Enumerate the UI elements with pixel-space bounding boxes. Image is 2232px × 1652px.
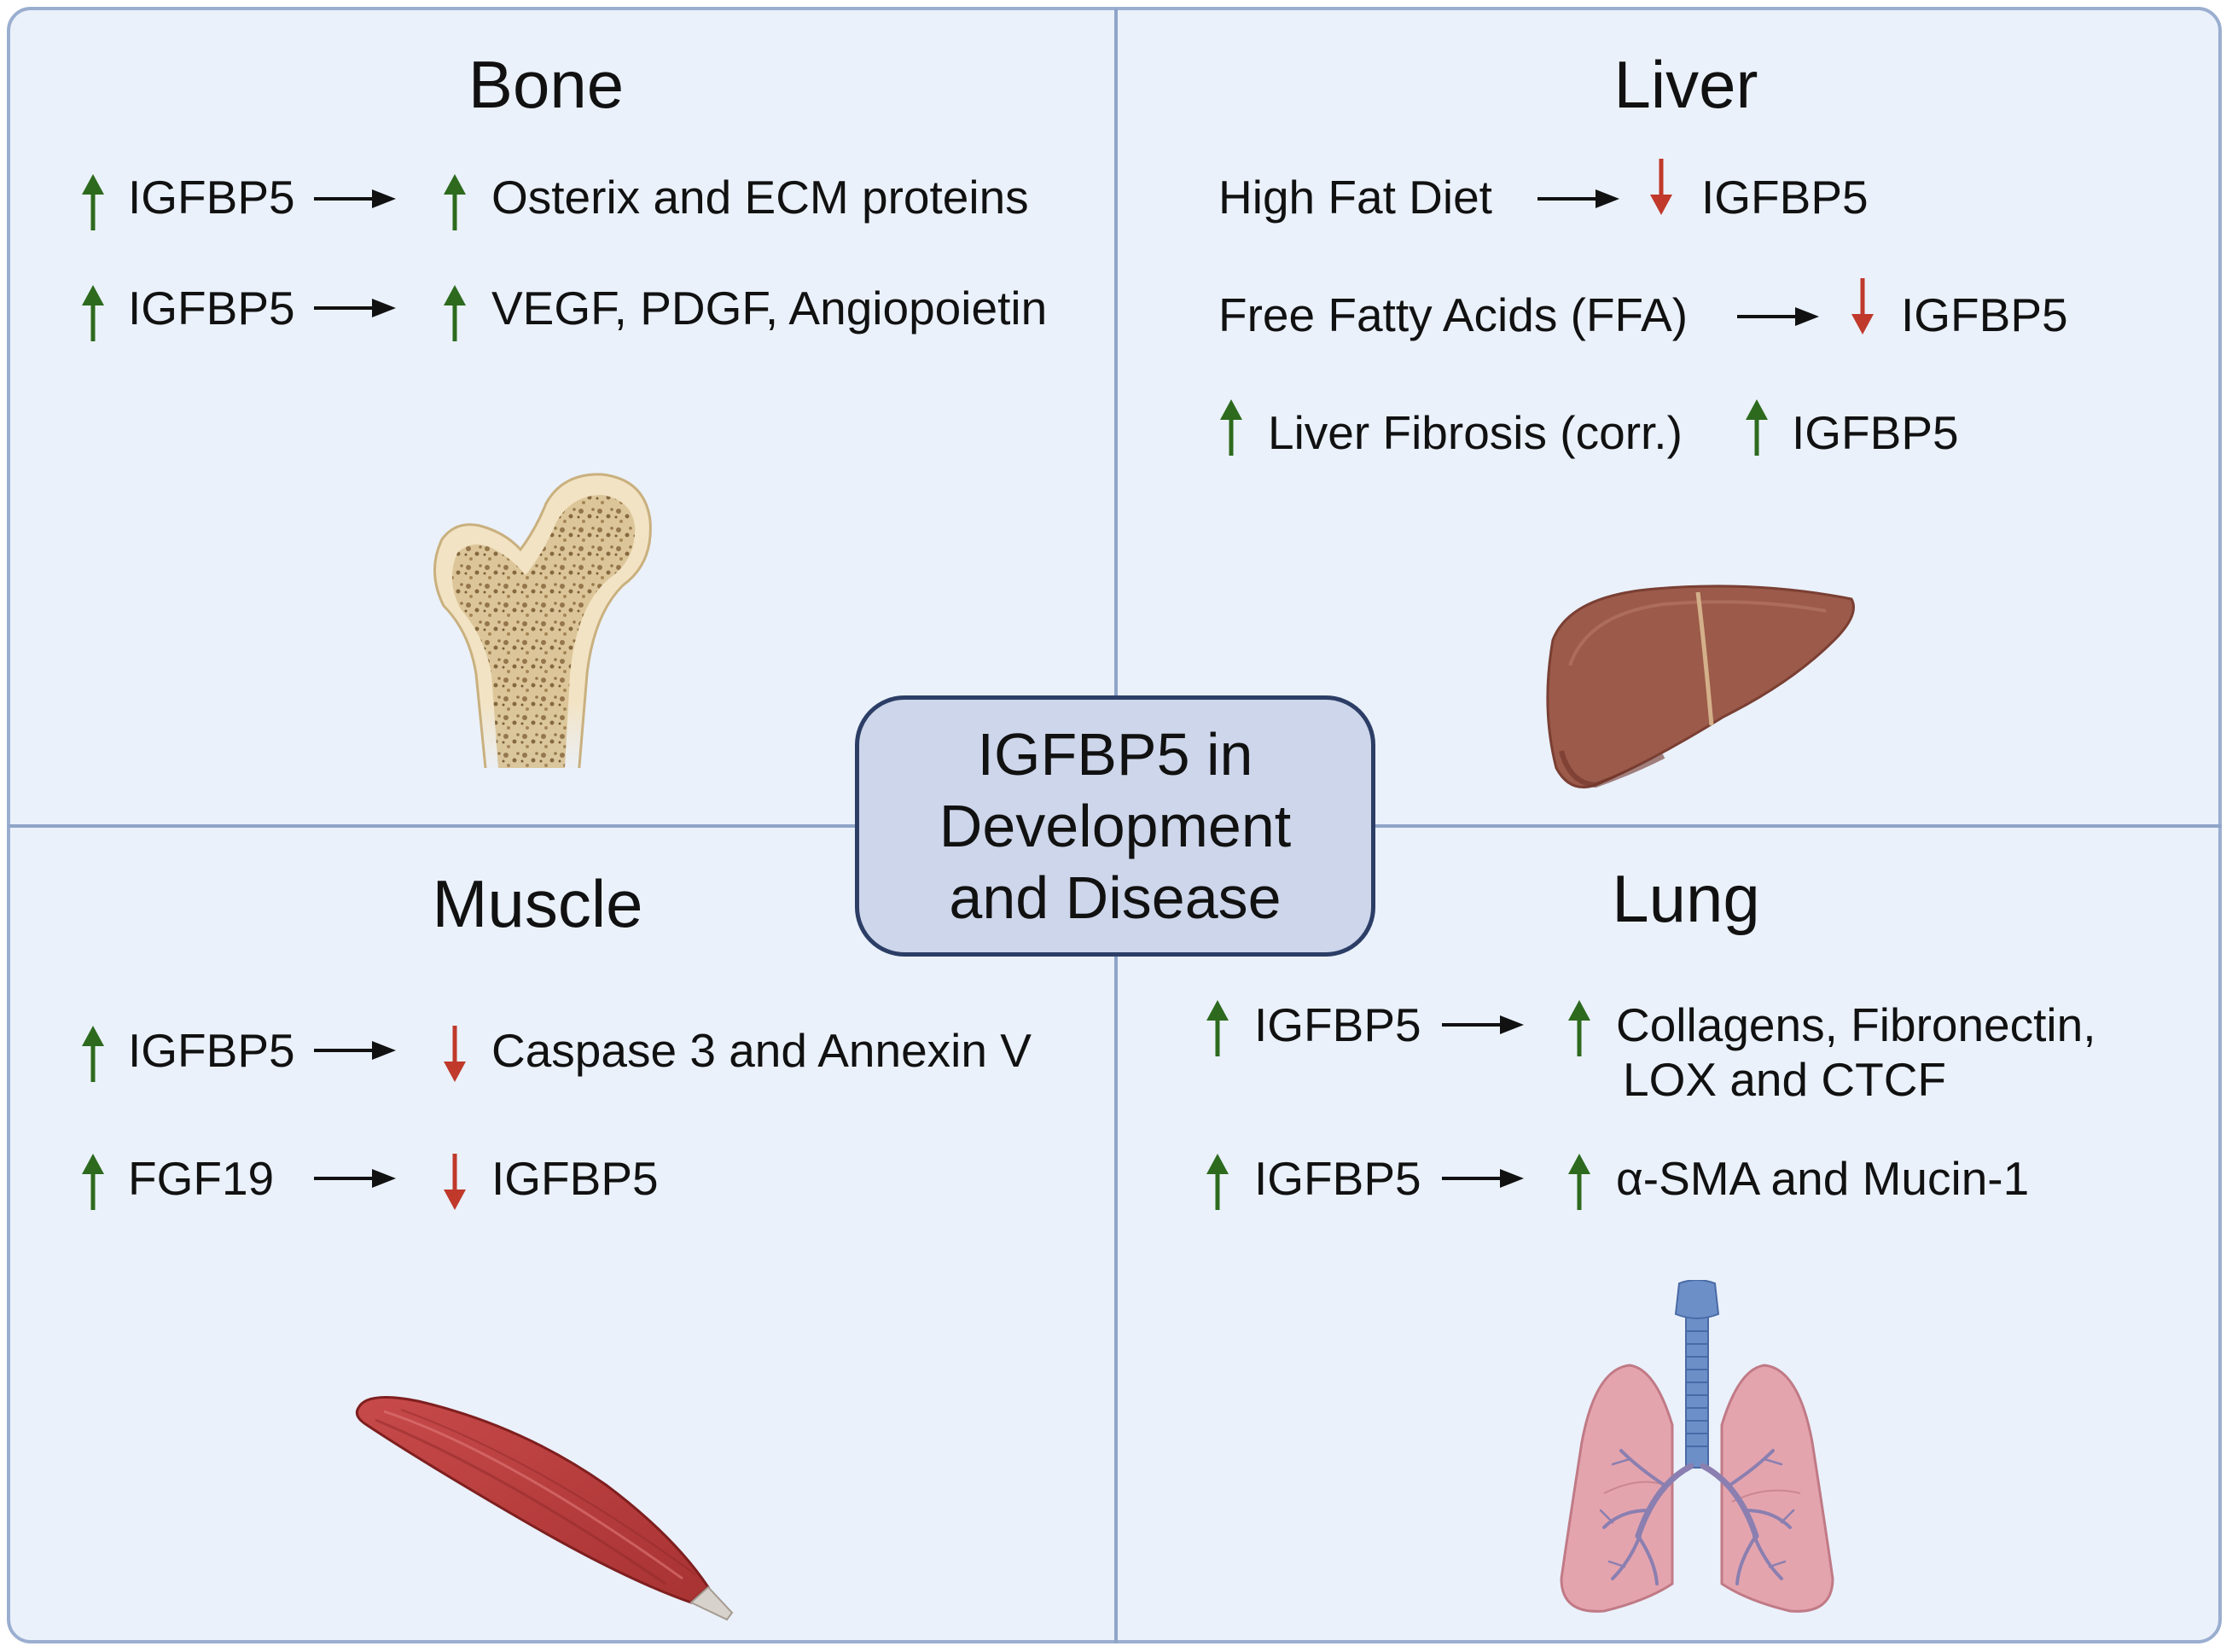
down-arrow-icon (442, 1152, 468, 1212)
muscle-row1-target: Caspase 3 and Annexin V (491, 1024, 1032, 1077)
up-arrow-icon (442, 283, 468, 343)
right-arrow-icon (1536, 186, 1621, 212)
right-arrow-icon (312, 1038, 398, 1063)
up-arrow-icon (1205, 1152, 1230, 1212)
bone-row2-source: IGFBP5 (128, 282, 295, 334)
down-arrow-icon (1850, 276, 1875, 336)
bone-row1-source: IGFBP5 (128, 171, 295, 224)
liver-row2-target: IGFBP5 (1901, 288, 2068, 341)
right-arrow-icon (312, 1166, 398, 1191)
muscle-icon (355, 1396, 734, 1621)
up-arrow-icon (1218, 398, 1244, 457)
lungs-icon (1560, 1280, 1834, 1613)
right-arrow-icon (312, 295, 398, 321)
femur-bone-icon (433, 473, 652, 777)
up-arrow-icon (80, 1024, 106, 1084)
liver-icon (1546, 585, 1855, 788)
muscle-title: Muscle (432, 866, 643, 941)
muscle-row2-source: FGF19 (128, 1152, 275, 1205)
lung-row1-target-line1: Collagens, Fibronectin, (1616, 998, 2096, 1051)
right-arrow-icon (1440, 1012, 1526, 1038)
liver-title: Liver (1613, 47, 1758, 122)
muscle-row1-source: IGFBP5 (128, 1024, 295, 1077)
center-title-line1: IGFBP5 in (977, 721, 1253, 788)
center-title-box: IGFBP5 in Development and Disease (855, 695, 1375, 957)
lung-row1-source: IGFBP5 (1254, 998, 1421, 1051)
muscle-row2-target: IGFBP5 (491, 1152, 659, 1205)
up-arrow-icon (80, 172, 106, 232)
bone-row2-target: VEGF, PDGF, Angiopoietin (491, 282, 1048, 334)
up-arrow-icon (1566, 1152, 1592, 1212)
bone-row1-target: Osterix and ECM proteins (491, 171, 1029, 224)
liver-row3-source: Liver Fibrosis (corr.) (1268, 406, 1683, 459)
up-arrow-icon (80, 283, 106, 343)
center-title-line3: and Disease (949, 864, 1282, 931)
bone-title: Bone (468, 47, 625, 122)
right-arrow-icon (1440, 1166, 1526, 1191)
up-arrow-icon (1744, 398, 1770, 457)
down-arrow-icon (442, 1024, 468, 1084)
lung-row2-source: IGFBP5 (1254, 1152, 1421, 1205)
lung-row1-target-line2: LOX and CTCF (1623, 1053, 1947, 1106)
lung-row2-target: α-SMA and Mucin-1 (1616, 1152, 2030, 1205)
liver-row2-source: Free Fatty Acids (FFA) (1218, 288, 1689, 341)
liver-row3-target: IGFBP5 (1792, 406, 1959, 459)
up-arrow-icon (442, 172, 468, 232)
liver-row1-source: High Fat Diet (1218, 171, 1492, 224)
up-arrow-icon (1205, 998, 1230, 1058)
up-arrow-icon (1566, 998, 1592, 1058)
right-arrow-icon (1735, 304, 1821, 329)
up-arrow-icon (80, 1152, 106, 1212)
down-arrow-icon (1648, 157, 1674, 217)
right-arrow-icon (312, 186, 398, 212)
center-title-line2: Development (939, 793, 1292, 859)
lung-title: Lung (1612, 861, 1760, 936)
liver-row1-target: IGFBP5 (1701, 171, 1869, 224)
